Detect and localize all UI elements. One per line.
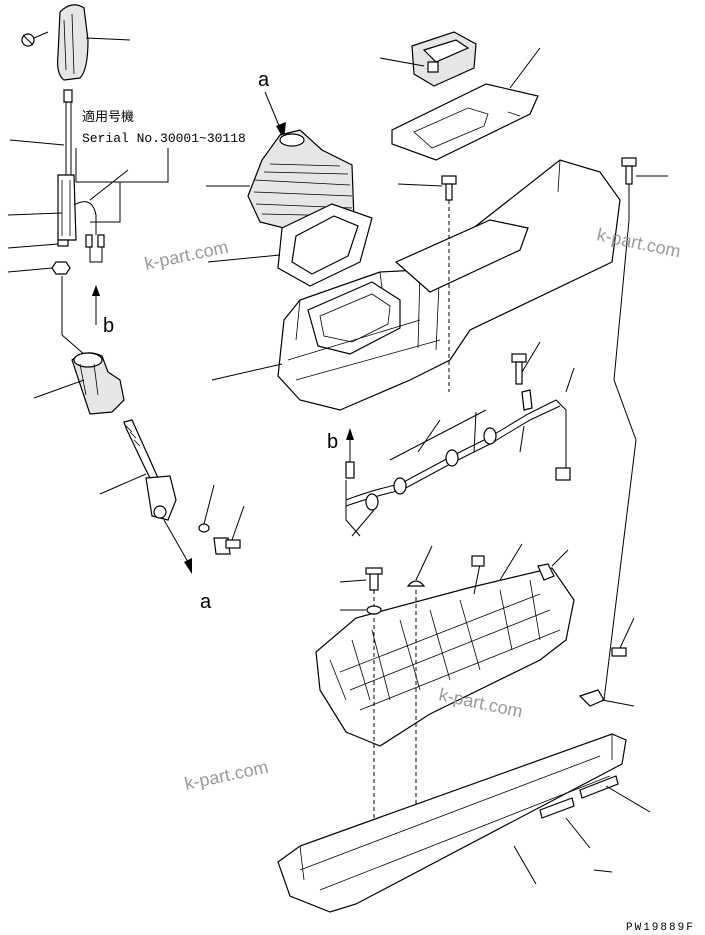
leader-frame-clip: [499, 543, 523, 581]
bolt-console: [441, 175, 457, 392]
callout-b-middle-text: b: [327, 431, 338, 453]
callout-a-arrow: [264, 91, 286, 140]
frame-clip: [473, 563, 481, 595]
leader-harness-4: [565, 367, 575, 393]
applicability-note: 適用号機 Serial No.30001~30118: [75, 109, 246, 223]
wire-connector-b: b: [89, 247, 114, 337]
leader-tray-slot1: [565, 817, 591, 849]
washer-small: [198, 484, 215, 533]
callout-a-bottom: a: [200, 591, 212, 613]
clip-right: [537, 549, 569, 581]
switch: [411, 31, 477, 87]
leader-tray: [513, 845, 537, 885]
leader-knob: [85, 37, 131, 41]
callout-a-top: a: [258, 69, 270, 91]
watermark-3: k-part.com: [437, 684, 524, 721]
lever-holder: [71, 352, 125, 415]
lever-shaft: [123, 419, 177, 521]
frame-bolt-right: [611, 617, 635, 657]
leader-harness-3: [519, 425, 525, 453]
leader-tray-slot2: [605, 785, 651, 813]
leader-nut: [7, 267, 53, 273]
switch-panel: [391, 83, 539, 161]
leader-holder: [33, 379, 85, 399]
leader-bolt-console: [397, 183, 443, 187]
leader-switch-top: [379, 57, 425, 67]
bottom-tray: [277, 733, 627, 913]
leader-harness-2: [417, 419, 441, 453]
drawing-code: PW19889F: [626, 922, 695, 934]
leader-switch: [7, 212, 63, 216]
leader-harness-5: [351, 509, 375, 537]
wire-harness: [345, 389, 571, 537]
callout-b-left: b: [103, 315, 114, 337]
leader-panel: [509, 47, 541, 89]
nut: [51, 261, 71, 275]
tray-mark: [593, 869, 613, 873]
leader-washer: [7, 243, 59, 249]
leader-rod: [9, 139, 65, 146]
leader-console: [211, 363, 283, 381]
callout-b-middle: b: [327, 428, 354, 462]
leader-frame: [207, 254, 281, 263]
harness-bolt: [511, 341, 541, 385]
frame-washer: [366, 605, 382, 615]
frame-bolt: [365, 567, 383, 864]
base-frame: [315, 567, 575, 747]
lever-rod: [57, 89, 105, 248]
frame-clip-part: [471, 555, 485, 567]
shaft-arrow-a: a: [163, 519, 212, 613]
bolt-lever: [213, 505, 245, 555]
lever-knob: [57, 4, 89, 81]
watermark-4: k-part.com: [183, 757, 270, 794]
leader-shaft: [99, 473, 147, 495]
rod-to-holder-2: [61, 334, 86, 356]
boot-frame: [277, 203, 373, 287]
screw-small: [21, 31, 49, 47]
watermark-1: k-part.com: [143, 237, 230, 274]
leader-frame-bolt: [339, 579, 367, 583]
serial-label: Serial No.30001~30118: [82, 131, 246, 146]
applicability-label: 適用号機: [82, 109, 134, 125]
frame-clip-right2: [578, 689, 635, 707]
leader-harness-1: [473, 411, 477, 453]
bolt-right: [603, 157, 637, 701]
